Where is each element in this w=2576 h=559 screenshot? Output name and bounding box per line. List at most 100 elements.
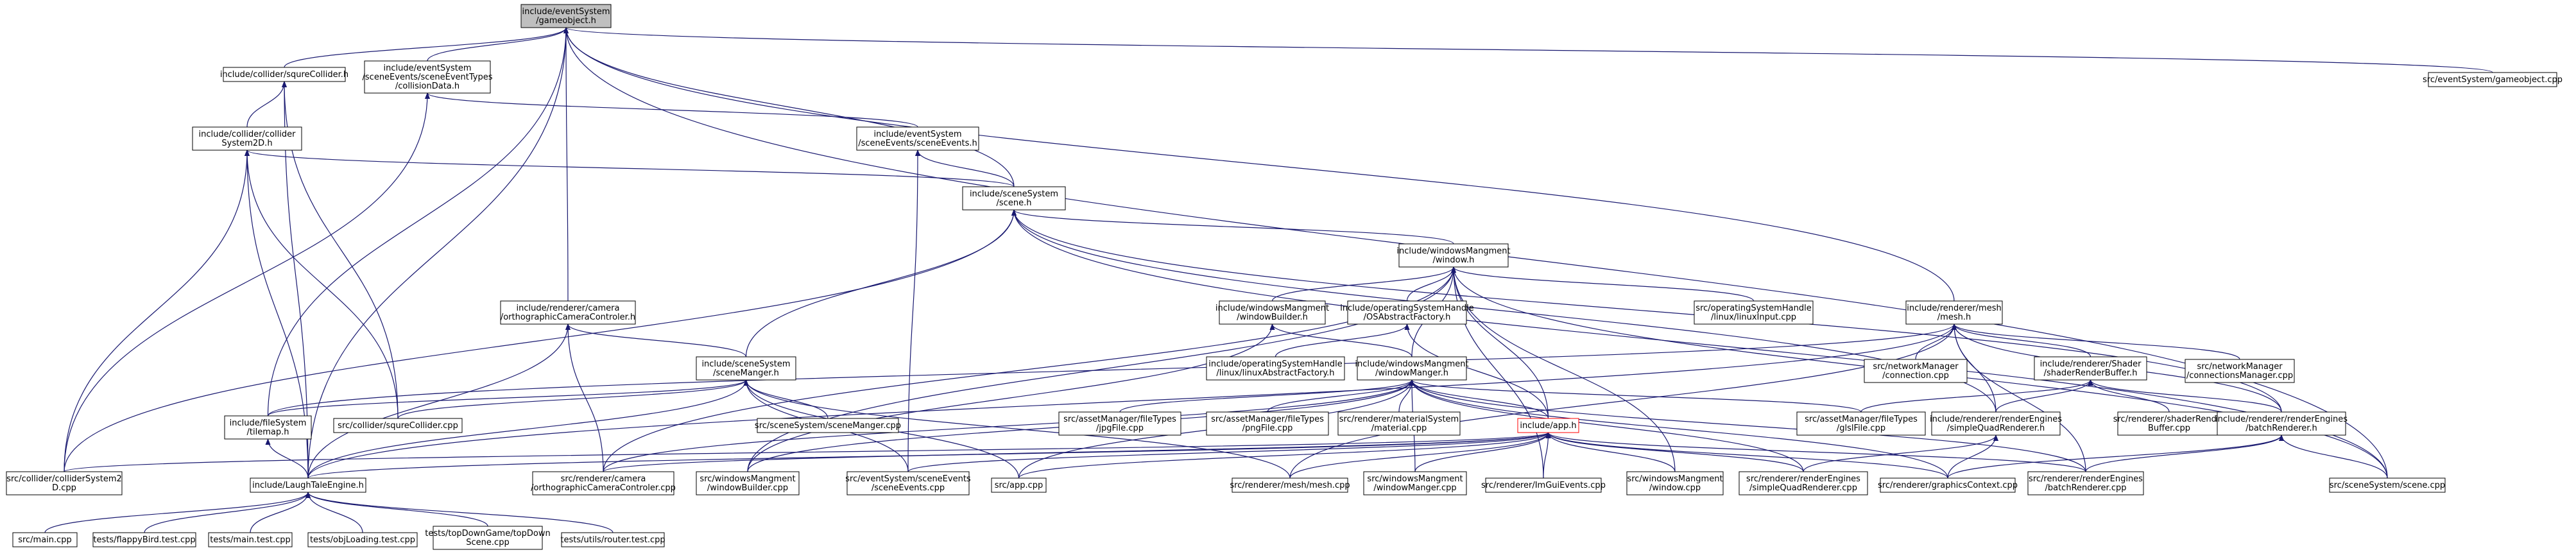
file-node-windowmanger-h[interactable]: include/windowsMangment/windowManger.h: [1355, 356, 1469, 381]
file-node-label: /scene.h: [997, 198, 1032, 208]
file-node-label: src/windowsMangment: [1627, 474, 1722, 484]
file-node-windowmanger-cpp[interactable]: src/windowsMangment/windowManger.cpp: [1363, 471, 1467, 495]
include-edge: [1995, 379, 2093, 413]
file-node-label: src/renderer/shaderRender: [2113, 415, 2226, 424]
file-node-windowbuilder-h[interactable]: include/windowsMangment/windowBuilder.h: [1215, 300, 1329, 325]
file-node-osabstractfactory-h[interactable]: include/operatingSystemHandle/OSAbstract…: [1340, 300, 1474, 325]
file-node-label: include/sceneSystem: [701, 359, 790, 369]
file-node-box: [224, 415, 312, 440]
include-edge: [245, 150, 399, 419]
file-node-label: src/renderer/graphicsContext.cpp: [1878, 481, 2018, 490]
file-node-batchrenderer-h[interactable]: include/renderer/renderEngines/batchRend…: [2215, 411, 2348, 436]
file-node-graphicscontext-cpp[interactable]: src/renderer/graphicsContext.cpp: [1878, 477, 2018, 493]
file-node-label: /window.h: [1433, 255, 1475, 265]
file-node-box: [2027, 471, 2144, 495]
file-node-label: include/renderer/mesh: [1907, 304, 2001, 313]
file-node-box: [1347, 300, 1467, 325]
file-node-scenemanger-cpp[interactable]: src/sceneSystem/sceneManger.cpp: [755, 418, 901, 433]
file-node-label: /connectionsManager.cpp: [2186, 371, 2293, 381]
file-node-collisiondata-h[interactable]: include/eventSystem/sceneEvents/sceneEve…: [363, 60, 493, 94]
file-node-label: src/sceneSystem/sceneManger.cpp: [755, 421, 901, 431]
file-node-box: [696, 356, 796, 381]
file-node-label: include/eventSystem: [522, 7, 610, 17]
file-node-label: /windowBuilder.cpp: [707, 483, 788, 493]
file-node-windowbuilder-cpp[interactable]: src/windowsMangment/windowBuilder.cpp: [696, 471, 800, 495]
file-node-box: [1694, 300, 1814, 325]
file-node-material-cpp[interactable]: src/renderer/materialSystem/material.cpp: [1337, 411, 1461, 436]
file-node-batchrenderer-cpp[interactable]: src/renderer/renderEngines/batchRenderer…: [2027, 471, 2144, 495]
file-node-window-cpp[interactable]: src/windowsMangment/window.cpp: [1626, 471, 1724, 495]
file-node-gameobject-cpp[interactable]: src/eventSystem/gameobject.cpp: [2423, 72, 2563, 87]
file-node-label: /collisionData.h: [395, 82, 459, 91]
file-node-orthocamctrl-h[interactable]: include/renderer/camera/orthographicCame…: [500, 300, 636, 325]
file-node-router-test-cpp[interactable]: tests/utils/router.test.cpp: [560, 532, 665, 547]
include-edge: [1289, 432, 1551, 479]
include-edge: [2088, 379, 2170, 413]
include-edge: [563, 27, 569, 302]
include-edge: [64, 209, 1017, 472]
file-node-main-test-cpp[interactable]: tests/main.test.cpp: [208, 532, 293, 547]
file-node-simplequadrenderer-h[interactable]: include/renderer/renderEngines/simpleQua…: [1930, 411, 2062, 436]
file-node-filesystem-tilemap-h[interactable]: include/fileSystem/tilemap.h: [224, 415, 312, 440]
include-edge: [1409, 379, 2086, 472]
file-node-label: /mesh.h: [1937, 313, 1971, 322]
include-edge: [1545, 432, 1948, 479]
file-node-linuxinput-cpp[interactable]: src/operatingSystemHandle/linux/linuxInp…: [1694, 300, 1814, 325]
include-edge: [1404, 323, 1549, 419]
file-node-box: [1357, 356, 1467, 381]
file-node-connectionsmanager-cpp[interactable]: src/networkManager/connectionsManager.cp…: [2185, 359, 2295, 383]
file-node-squrecollider-h[interactable]: include/collider/squreCollider.h: [220, 67, 348, 82]
file-node-box: [192, 126, 302, 151]
file-node-box: [12, 532, 78, 547]
include-edge: [563, 27, 1955, 302]
file-node-connection-cpp[interactable]: src/networkManager/connection.cpp: [1864, 359, 1968, 383]
file-node-label: /simpleQuadRenderer.h: [1947, 424, 2045, 433]
file-node-glslfile-cpp[interactable]: src/assetManager/fileTypes/glslFile.cpp: [1796, 411, 1926, 436]
file-node-scene-cpp[interactable]: src/sceneSystem/scene.cpp: [2329, 477, 2446, 493]
file-node-scene-h[interactable]: include/sceneSystem/scene.h: [962, 186, 1066, 211]
include-edge: [565, 323, 604, 472]
file-node-shaderrenderbuffer-cpp[interactable]: src/renderer/shaderRenderBuffer.cpp: [2113, 411, 2226, 436]
file-node-shaderrenderbuffer-h[interactable]: include/renderer/Shader/shaderRenderBuff…: [2034, 356, 2147, 381]
file-node-objloading-test-cpp[interactable]: tests/objLoading.test.cpp: [307, 532, 418, 547]
file-node-label: include/windowsMangment: [1355, 359, 1468, 369]
include-edge: [64, 92, 430, 472]
file-node-imguievents-cpp[interactable]: src/renderer/ImGuiEvents.cpp: [1481, 477, 1606, 493]
file-node-sceneevents-cpp[interactable]: src/eventSystem/sceneEvents/sceneEvents.…: [845, 471, 971, 495]
include-edge: [305, 492, 614, 533]
file-node-pngfile-cpp[interactable]: src/assetManager/fileTypes/pngFile.cpp: [1206, 411, 1329, 436]
include-edge: [2085, 434, 2284, 472]
include-edge: [282, 81, 309, 479]
file-node-linuxabstractfactory-h[interactable]: include/operatingSystemHandle/linux/linu…: [1206, 356, 1345, 381]
file-node-jpgfile-cpp[interactable]: src/assetManager/fileTypes/jpgFile.cpp: [1058, 411, 1181, 436]
file-node-label: /sceneEvents/sceneEventTypes: [363, 73, 493, 82]
file-node-orthocamctrl-cpp[interactable]: src/renderer/camera/orthographicCameraCo…: [531, 471, 676, 495]
file-node-label: /linux/linuxInput.cpp: [1711, 313, 1796, 322]
file-node-gameobject-h[interactable]: include/eventSystem/gameobject.h: [520, 4, 612, 28]
include-edge: [44, 492, 311, 533]
file-node-app-h[interactable]: include/app.h: [1517, 418, 1579, 433]
file-node-sceneevents-h[interactable]: include/eventSystem/sceneEvents/sceneEve…: [856, 126, 979, 151]
file-node-box: [2428, 72, 2557, 87]
file-node-label: /windowManger.cpp: [1373, 483, 1456, 493]
file-node-label: /orthographicCameraControler.cpp: [531, 483, 676, 493]
file-node-window-h[interactable]: include/windowsMangment/window.h: [1396, 243, 1511, 268]
file-node-mesh-h[interactable]: include/renderer/mesh/mesh.h: [1905, 300, 2003, 325]
file-node-simplequadrenderer-cpp[interactable]: src/renderer/renderEngines/simpleQuadRen…: [1739, 471, 1868, 495]
file-node-label: include/LaughTaleEngine.h: [252, 481, 364, 490]
file-node-app-cpp[interactable]: src/app.cpp: [991, 477, 1047, 493]
file-node-scenemanger-h[interactable]: include/sceneSystem/sceneManger.h: [696, 356, 796, 381]
file-node-label: /gameobject.h: [536, 16, 596, 26]
include-edge: [1803, 434, 1998, 472]
include-edge: [250, 492, 311, 533]
file-node-label: /simpleQuadRenderer.cpp: [1749, 483, 1857, 493]
file-node-mesh-cpp[interactable]: src/renderer/mesh/mesh.cpp: [1230, 477, 1350, 493]
file-node-main-cpp[interactable]: src/main.cpp: [12, 532, 78, 547]
file-node-label: include/renderer/renderEngines: [2215, 415, 2348, 424]
file-node-squrecollider-cpp[interactable]: src/collider/squreCollider.cpp: [333, 418, 463, 433]
file-node-flappybird-test-cpp[interactable]: tests/flappyBird.test.cpp: [92, 532, 196, 547]
file-node-laughtaleengine-h[interactable]: include/LaughTaleEngine.h: [250, 477, 366, 493]
